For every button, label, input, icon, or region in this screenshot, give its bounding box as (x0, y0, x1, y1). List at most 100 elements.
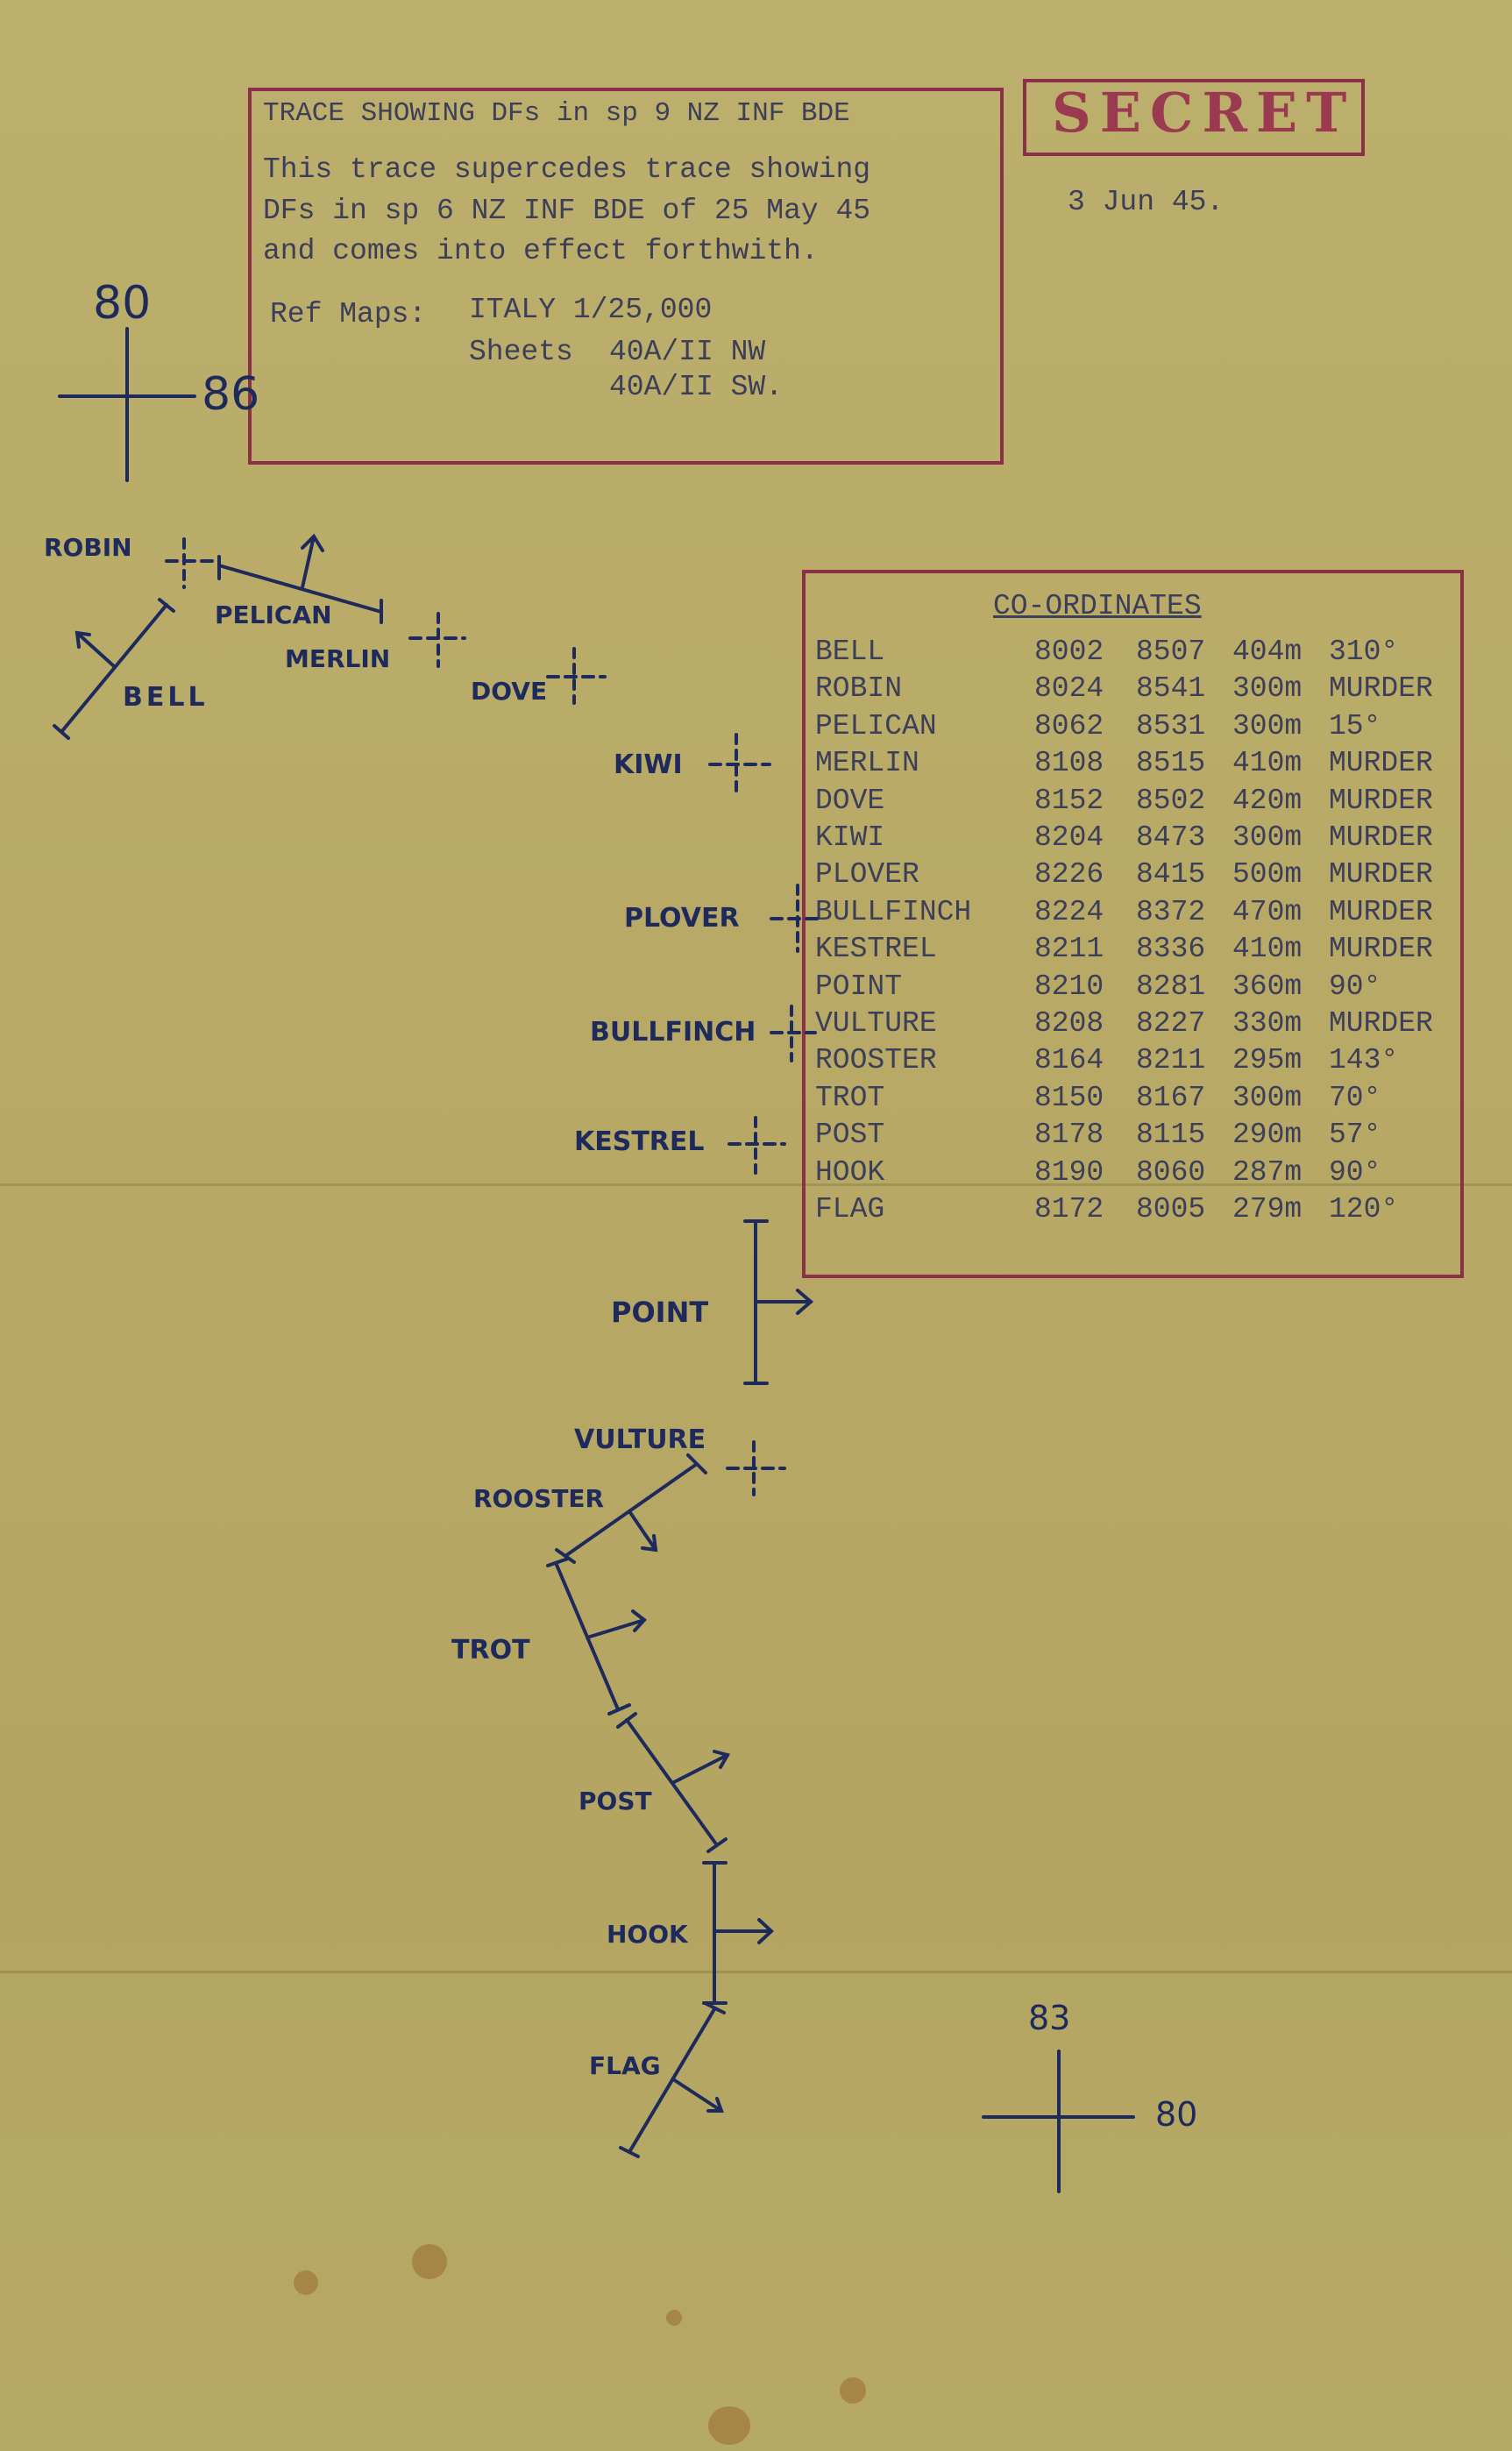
bearing: 57° (1329, 1119, 1381, 1152)
merlin-target-marker (408, 612, 466, 668)
label-bell: BELL (123, 682, 209, 713)
grid-ref-north-top: 80 (93, 277, 152, 330)
easting: 8226 (1034, 858, 1104, 892)
sheets-label: Sheets (469, 336, 573, 368)
label-pelican: PELICAN (215, 600, 332, 629)
stain (294, 2270, 318, 2295)
stain (840, 2377, 866, 2404)
bearing: 90° (1329, 970, 1381, 1003)
northing: 8541 (1136, 672, 1206, 706)
trace-title-box (248, 88, 1004, 465)
target-name: BELL (815, 636, 885, 668)
range: 290m (1232, 1119, 1303, 1152)
trace-title: TRACE SHOWING DFs in sp 9 NZ INF BDE (263, 98, 850, 129)
easting: 8210 (1034, 970, 1104, 1003)
label-hook: HOOK (607, 1920, 688, 1949)
rooster-target-line (555, 1453, 707, 1564)
flag-target-line (619, 2002, 726, 2158)
target-name: POST (815, 1119, 885, 1152)
stain (708, 2406, 750, 2445)
label-vulture: VULTURE (574, 1424, 706, 1455)
grid-ref-east-bottom: 80 (1155, 2095, 1198, 2134)
paper-fold-line (0, 1971, 1512, 1973)
trace-body-line-1: This trace supercedes trace showing (263, 153, 871, 186)
coordinates-heading: CO-ORDINATES (993, 590, 1202, 622)
bearing: 15° (1329, 709, 1381, 742)
target-name: KESTREL (815, 933, 937, 966)
post-target-line (616, 1712, 731, 1853)
bell-target-line (53, 598, 175, 740)
target-name: KIWI (815, 821, 885, 854)
bearing: 70° (1329, 1081, 1381, 1114)
target-name: FLAG (815, 1193, 885, 1226)
northing: 8507 (1136, 636, 1206, 668)
plover-target-marker (770, 884, 821, 953)
stain (666, 2310, 682, 2326)
range: 300m (1232, 1081, 1303, 1114)
robin-target-marker (165, 537, 221, 589)
northing: 8515 (1136, 747, 1206, 780)
bearing: 90° (1329, 1155, 1381, 1189)
target-name: ROBIN (815, 672, 903, 706)
label-post: POST (579, 1787, 652, 1815)
label-point: POINT (611, 1296, 709, 1329)
easting: 8178 (1034, 1119, 1104, 1152)
bearing: MURDER (1329, 1007, 1433, 1040)
easting: 8062 (1034, 709, 1104, 742)
label-rooster: ROOSTER (473, 1484, 605, 1513)
northing: 8415 (1136, 858, 1206, 892)
northing: 8060 (1136, 1155, 1206, 1189)
easting: 8190 (1034, 1155, 1104, 1189)
range: 470m (1232, 895, 1303, 928)
stain (412, 2244, 447, 2279)
vulture-target-marker (726, 1440, 786, 1496)
bearing: 310° (1329, 636, 1399, 668)
trace-body-line-3: and comes into effect forthwith. (263, 235, 819, 267)
label-merlin: MERLIN (285, 644, 391, 673)
hook-target-line (702, 1861, 774, 2005)
northing: 8167 (1136, 1081, 1206, 1114)
target-name: TROT (815, 1081, 885, 1114)
bearing: MURDER (1329, 784, 1433, 817)
trace-date: 3 Jun 45. (1068, 186, 1225, 218)
label-plover: PLOVER (624, 903, 740, 934)
range: 420m (1232, 784, 1303, 817)
point-target-line (743, 1219, 814, 1385)
northing: 8473 (1136, 821, 1206, 854)
label-flag: FLAG (589, 2051, 661, 2080)
bearing: MURDER (1329, 672, 1433, 706)
easting: 8204 (1034, 821, 1104, 854)
easting: 8211 (1034, 933, 1104, 966)
northing: 8336 (1136, 933, 1206, 966)
bearing: MURDER (1329, 895, 1433, 928)
target-name: ROOSTER (815, 1044, 937, 1077)
range: 410m (1232, 747, 1303, 780)
northing: 8005 (1136, 1193, 1206, 1226)
target-name: BULLFINCH (815, 895, 972, 928)
target-name: VULTURE (815, 1007, 937, 1040)
label-kiwi: KIWI (614, 750, 683, 780)
range: 279m (1232, 1193, 1303, 1226)
dove-target-marker (546, 647, 607, 705)
range: 330m (1232, 1007, 1303, 1040)
coordinates-box (802, 570, 1464, 1278)
pelican-target-line (217, 533, 383, 624)
range: 300m (1232, 709, 1303, 742)
easting: 8002 (1034, 636, 1104, 668)
paper-fold-line (0, 1183, 1512, 1186)
easting: 8152 (1034, 784, 1104, 817)
northing: 8502 (1136, 784, 1206, 817)
label-bullfinch: BULLFINCH (590, 1017, 756, 1048)
target-name: HOOK (815, 1155, 885, 1189)
